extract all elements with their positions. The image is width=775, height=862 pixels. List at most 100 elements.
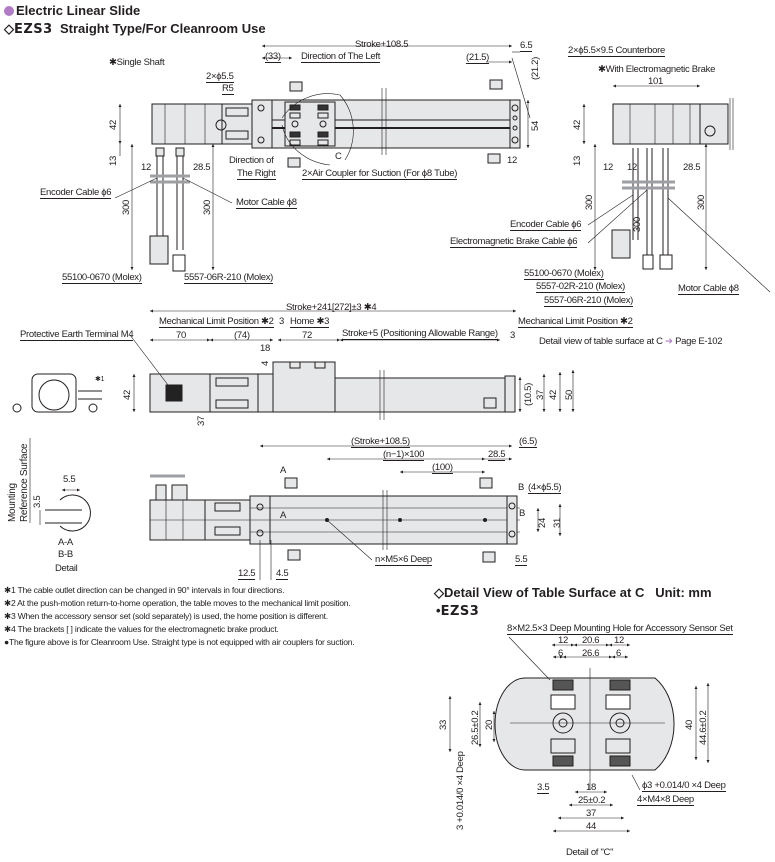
detail-c-caption: Detail of "C" xyxy=(566,847,614,858)
section-detail-drawing xyxy=(29,438,91,532)
detail-model-name: EZS3 xyxy=(440,604,480,619)
label-b-b: B-B xyxy=(58,549,73,560)
dim-3-right: 3 xyxy=(510,330,515,341)
label-c-tapped: 4×M4×8 Deep xyxy=(637,794,694,806)
section-heading: ◇EZS3 Straight Type/For Cleanroom Use xyxy=(4,21,266,37)
detail-reference: Detail view of table surface at C ➔ Page… xyxy=(539,336,723,347)
label-a-a: A-A xyxy=(58,537,73,548)
dim-6-5-bottom: (6.5) xyxy=(519,436,538,448)
note-1: ✱1 The cable outlet direction can be cha… xyxy=(4,585,285,595)
dim-c-pin-hole-vertical: 3 +0.014/0 ×4 Deep xyxy=(455,751,466,830)
dim-12: 12 xyxy=(141,162,151,173)
dim-54: 54 xyxy=(530,121,541,131)
subtitle-text: Straight Type/For Cleanroom Use xyxy=(59,21,266,36)
dim-c-37: 37 xyxy=(586,808,596,819)
brake-label-encoder-cable: Encoder Cable ϕ6 xyxy=(510,219,582,231)
dim-c-40: 40 xyxy=(684,720,695,730)
diamond-icon: ◇ xyxy=(4,21,14,36)
brake-dim-101: 101 xyxy=(648,76,663,87)
label-home: Home ✱3 xyxy=(290,316,330,328)
label-pe-terminal: Protective Earth Terminal M4 xyxy=(20,329,134,341)
label-stroke-range: Stroke+5 (Positioning Allowable Range) xyxy=(342,328,498,340)
dim-74: (74) xyxy=(234,330,250,341)
brake-dim-28-5: 28.5 xyxy=(683,162,701,173)
dim-28-5-bottom: 28.5 xyxy=(488,449,506,461)
dim-4: 4 xyxy=(260,361,271,366)
dim-70: 70 xyxy=(176,330,186,341)
section-mark-b-top: B xyxy=(518,482,525,493)
note-3: ✱3 When the accessory sensor set (sold s… xyxy=(4,611,328,621)
label-air-coupler: 2×Air Coupler for Suction (For ϕ8 Tube) xyxy=(302,168,458,180)
dim-c-25: 25±0.2 xyxy=(578,795,606,806)
dim-50: 50 xyxy=(564,390,575,400)
label-connector-motor: 5557-06R-210 (Molex) xyxy=(184,272,274,284)
label-reference-surface: Reference Surface xyxy=(19,443,30,522)
dim-3-5-section: 3.5 xyxy=(32,495,43,508)
bottom-view-drawing xyxy=(149,444,562,580)
top-view-drawing xyxy=(114,44,531,272)
dim-stroke-108-5-bottom: (Stroke+108.5) xyxy=(351,436,410,448)
model-name: EZS3 xyxy=(14,22,53,37)
arrow-right-icon: ➔ xyxy=(665,336,673,347)
dim-c-3-5: 3.5 xyxy=(537,782,550,794)
brake-note: ✱With Electromagnetic Brake xyxy=(598,64,716,75)
label-mount-holes: 8×M2.5×3 Deep Mounting Hole for Accessor… xyxy=(507,623,733,635)
dim-300-b: 300 xyxy=(202,200,213,215)
label-mech-limit-left: Mechanical Limit Position ✱2 xyxy=(159,316,274,328)
label-tapped-holes: n×M5×6 Deep xyxy=(375,554,432,566)
dim-c-6b: 6 xyxy=(616,648,621,659)
dim-21-2: (21.2) xyxy=(530,56,541,80)
brake-view-drawing xyxy=(582,84,771,293)
title-text: Electric Linear Slide xyxy=(16,3,141,18)
section-mark-a-mid: A xyxy=(280,510,287,521)
dim-12-5: 12.5 xyxy=(238,568,256,580)
dim-3: 3 xyxy=(279,316,284,327)
dim-13: 13 xyxy=(108,156,119,166)
detail-ref-text: Detail view of table surface at C xyxy=(539,336,663,347)
single-shaft-note: ✱Single Shaft xyxy=(109,57,165,68)
dim-18: 18 xyxy=(260,343,270,354)
dim-c-26-6: 26.6 xyxy=(582,648,600,659)
dim-6-5: 6.5 xyxy=(520,40,533,52)
page-link[interactable]: Page E-102 xyxy=(675,336,723,347)
dim-300-a: 300 xyxy=(121,200,132,215)
detail-c-model: •EZS3 xyxy=(436,603,479,619)
dim-5-5-bottom: 5.5 xyxy=(515,554,528,566)
label-direction-left: Direction of The Left xyxy=(301,51,381,63)
dim-12-right: 12 xyxy=(507,155,517,166)
dim-c-26-5: 26.5±0.2 xyxy=(470,710,481,745)
note-5: ●The figure above is for Cleanroom Use. … xyxy=(4,637,355,647)
label-mech-limit-right: Mechanical Limit Position ✱2 xyxy=(518,316,633,328)
label-c-mark: C xyxy=(335,151,342,162)
dim-c-20-6: 20.6 xyxy=(582,635,600,646)
dim-c-12a: 12 xyxy=(558,635,568,646)
label-pin-hole: ϕ3 +0.014/0 ×4 Deep xyxy=(642,780,726,792)
brake-dim-300-a: 300 xyxy=(584,195,595,210)
brake-label-connector-brake: 5557-02R-210 (Molex) xyxy=(536,281,626,293)
dim-42-side: 42 xyxy=(122,390,133,400)
dim-21-5: (21.5) xyxy=(466,52,490,64)
bullet-icon: • xyxy=(436,603,441,618)
note1-marker: ✱1 xyxy=(95,376,105,383)
dim-37-right: 37 xyxy=(535,390,546,400)
brake-dim-300-b: 300 xyxy=(632,217,643,232)
notes-list: ✱1 The cable outlet direction can be cha… xyxy=(4,584,355,649)
label-counterbore: 2×ϕ5.5×9.5 Counterbore xyxy=(568,45,665,57)
dim-31: 31 xyxy=(552,518,563,528)
dim-33: (33) xyxy=(265,51,281,63)
section-mark-b-mid: B xyxy=(519,508,526,519)
detail-c-title: Detail View of Table Surface at C xyxy=(444,585,645,600)
unit-label: Unit: mm xyxy=(655,585,712,600)
brake-dim-12a: 12 xyxy=(603,162,613,173)
label-detail: Detail xyxy=(55,563,78,574)
dim-72: 72 xyxy=(302,330,312,341)
end-bracket-left xyxy=(251,99,273,149)
note-4: ✱4 The brackets [ ] indicate the values … xyxy=(4,624,279,634)
dim-5-5-section: 5.5 xyxy=(63,474,76,485)
dim-c-6a: 6 xyxy=(558,648,563,659)
brake-dim-42: 42 xyxy=(572,120,583,130)
label-direction-right-2: The Right xyxy=(237,168,276,180)
dim-42-right: 42 xyxy=(548,390,559,400)
detail-c-drawing xyxy=(448,636,710,833)
dim-100: (100) xyxy=(432,462,453,474)
